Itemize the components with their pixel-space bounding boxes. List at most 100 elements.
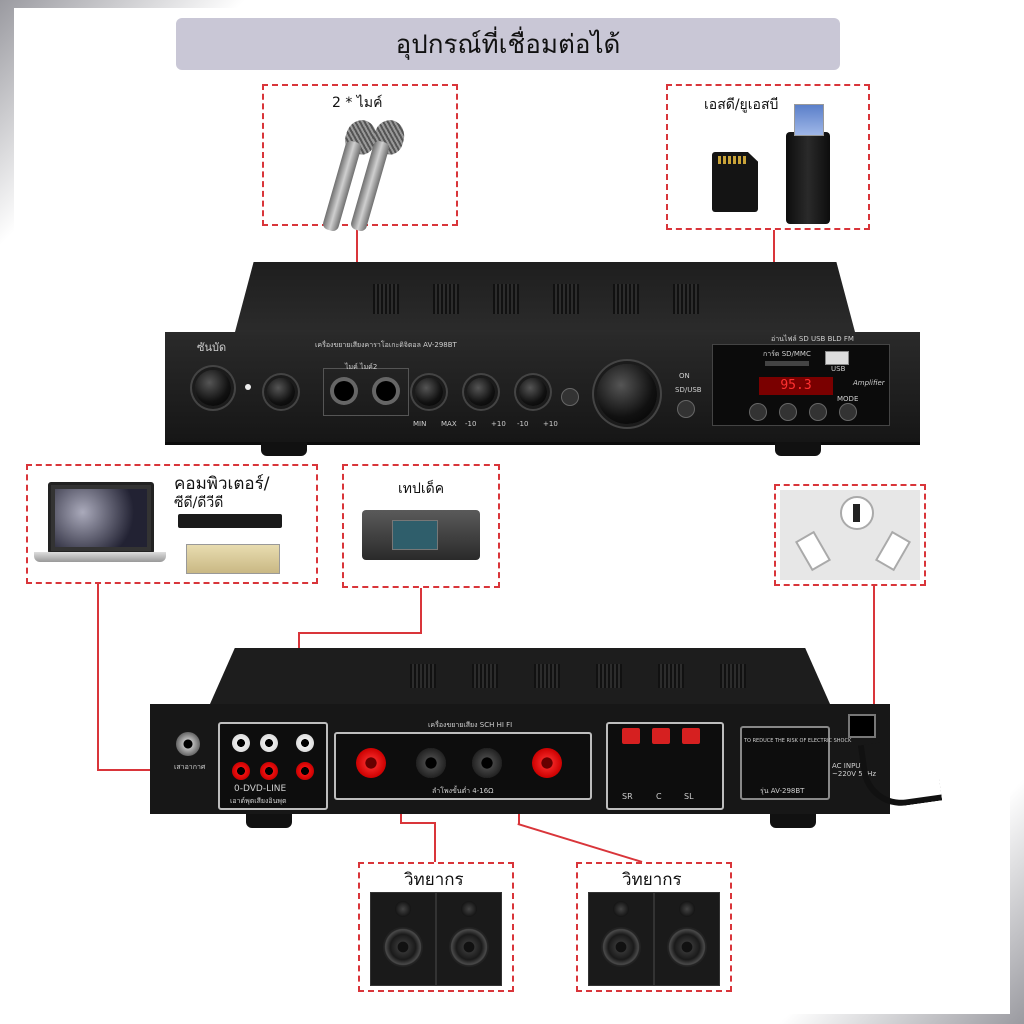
speaker-terminal-panel: ลำโพงขั้นต่ำ 4-16Ω	[334, 732, 592, 800]
rca-input-panel: 0-DVD-LINE เอาต์พุตเสียงอินพุต	[218, 722, 328, 810]
surround-label-sr: SR	[622, 792, 633, 801]
wire-power	[873, 586, 875, 726]
speaker-post-right-negative[interactable]	[472, 748, 502, 778]
wire-computer-v	[97, 582, 99, 770]
wire-spk-left-v2	[434, 822, 436, 862]
knob-max-label: MAX	[441, 420, 457, 428]
sd-usb-box-label: เอสดี/ยูเอสบี	[704, 97, 779, 113]
amplifier-top	[235, 262, 855, 332]
speaker-right-label: วิทยากร	[622, 870, 682, 890]
input-caption: เอาต์พุตเสียงอินพุต	[230, 797, 287, 805]
treble-minus-label: -10	[465, 420, 477, 428]
wire-tape-h	[298, 632, 422, 634]
vent	[673, 284, 699, 314]
surround-label-c: C	[656, 792, 662, 801]
surround-panel: SR C SL	[606, 722, 724, 810]
speaker-icon	[436, 892, 502, 986]
vent	[613, 284, 639, 314]
usb-port[interactable]	[825, 351, 849, 365]
rca-red-2[interactable]	[260, 762, 278, 780]
tape-deck-icon	[362, 510, 480, 560]
prev-button[interactable]	[749, 403, 767, 421]
treble-plus-label: +10	[491, 420, 506, 428]
speaker-icon	[654, 892, 720, 986]
dvd-line-label: 0-DVD-LINE	[234, 784, 287, 794]
amplifier-back-face: เสาอากาศ 0-DVD-LINE เอาต์พุตเสียงอินพุต …	[150, 704, 890, 814]
treble-knob[interactable]	[467, 378, 495, 406]
rca-white-2[interactable]	[260, 734, 278, 752]
surround-clip-sl[interactable]	[682, 728, 700, 744]
amp-foot	[770, 814, 816, 828]
power-knob[interactable]	[195, 370, 231, 406]
vent	[553, 284, 579, 314]
on-button[interactable]	[561, 388, 579, 406]
wire-spk-left-h	[400, 822, 436, 824]
source-button[interactable]	[677, 400, 695, 418]
echo-knob[interactable]	[267, 378, 295, 406]
vent	[433, 284, 459, 314]
bass-plus-label: +10	[543, 420, 558, 428]
power-socket-icon	[780, 490, 920, 580]
next-button[interactable]	[809, 403, 827, 421]
sd-card-slot[interactable]	[765, 361, 809, 366]
computer-box: คอมพิวเตอร์/ ซีดี/ดีวีดี	[26, 464, 318, 584]
on-label: ON	[679, 372, 690, 380]
vent	[720, 664, 746, 688]
vent	[472, 664, 498, 688]
mic-jacks-label: ไมค์ ไมค์2	[345, 363, 378, 371]
speaker-post-right-positive[interactable]	[532, 748, 562, 778]
surround-clip-c[interactable]	[652, 728, 670, 744]
page-title: อุปกรณ์ที่เชื่อมต่อได้	[176, 18, 840, 70]
bass-knob[interactable]	[519, 378, 547, 406]
speaker-post-left-positive[interactable]	[356, 748, 386, 778]
computer-label-2: ซีดี/ดีวีดี	[174, 495, 224, 511]
display-header: อ่านไฟล์ SD USB BLD FM	[771, 335, 854, 343]
power-indicator	[245, 384, 251, 390]
amp-foot	[775, 442, 821, 456]
mode-button[interactable]	[839, 403, 857, 421]
computer-label-1: คอมพิวเตอร์/	[174, 474, 270, 494]
play-pause-button[interactable]	[779, 403, 797, 421]
amp-foot	[246, 814, 292, 828]
tape-deck-label: เทปเด็ค	[398, 481, 445, 497]
laptop-base	[34, 552, 166, 562]
rca-white-3[interactable]	[296, 734, 314, 752]
model-text: เครื่องขยายเสียงคาราโอเกะดิจิตอล AV-298B…	[315, 341, 457, 349]
mic-2-jack[interactable]	[376, 381, 396, 401]
vent	[493, 284, 519, 314]
knob-min-label: MIN	[413, 420, 427, 428]
mic-box-label: 2 * ไมค์	[332, 95, 383, 111]
master-volume-knob[interactable]	[597, 364, 657, 424]
ac-input-label: AC INPUT ~220V 50Hz	[832, 762, 877, 778]
mic-1-jack[interactable]	[334, 381, 354, 401]
model-sticker: รุ่น AV-298BT	[760, 787, 805, 795]
vent	[534, 664, 560, 688]
rca-white-1[interactable]	[232, 734, 250, 752]
ac-inlet[interactable]	[848, 714, 876, 738]
laptop-icon	[48, 482, 154, 554]
vent	[410, 664, 436, 688]
speaker-icon	[588, 892, 654, 986]
speaker-box-left: วิทยากร	[358, 862, 514, 992]
speaker-post-left-negative[interactable]	[416, 748, 446, 778]
dvd-player-icon	[178, 514, 282, 528]
sd-card-icon	[712, 152, 758, 212]
speaker-box-right: วิทยากร	[576, 862, 732, 992]
rca-red-3[interactable]	[296, 762, 314, 780]
surround-clip-sr[interactable]	[622, 728, 640, 744]
usb-drive-icon	[786, 104, 830, 224]
brand-label: Amplifier	[853, 379, 885, 387]
amplifier-back-top	[210, 648, 830, 704]
vent	[596, 664, 622, 688]
amplifier-back: เสาอากาศ 0-DVD-LINE เอาต์พุตเสียงอินพุต …	[150, 648, 890, 828]
mic-jack-panel	[323, 368, 409, 416]
media-player-panel: การ์ด SD/MMC USB 95.3 Amplifier MODE	[712, 344, 890, 426]
amplifier-front: ซันบัด เครื่องขยายเสียงคาราโอเกะดิจิตอล …	[165, 262, 920, 456]
speaker-left-label: วิทยากร	[404, 870, 464, 890]
antenna-connector[interactable]	[176, 732, 200, 756]
speaker-icon	[370, 892, 436, 986]
usb-label: USB	[831, 365, 846, 373]
mic-volume-knob[interactable]	[415, 378, 443, 406]
back-panel-title: เครื่องขยายเสียง SCH HI FI	[428, 721, 513, 729]
rca-red-1[interactable]	[232, 762, 250, 780]
